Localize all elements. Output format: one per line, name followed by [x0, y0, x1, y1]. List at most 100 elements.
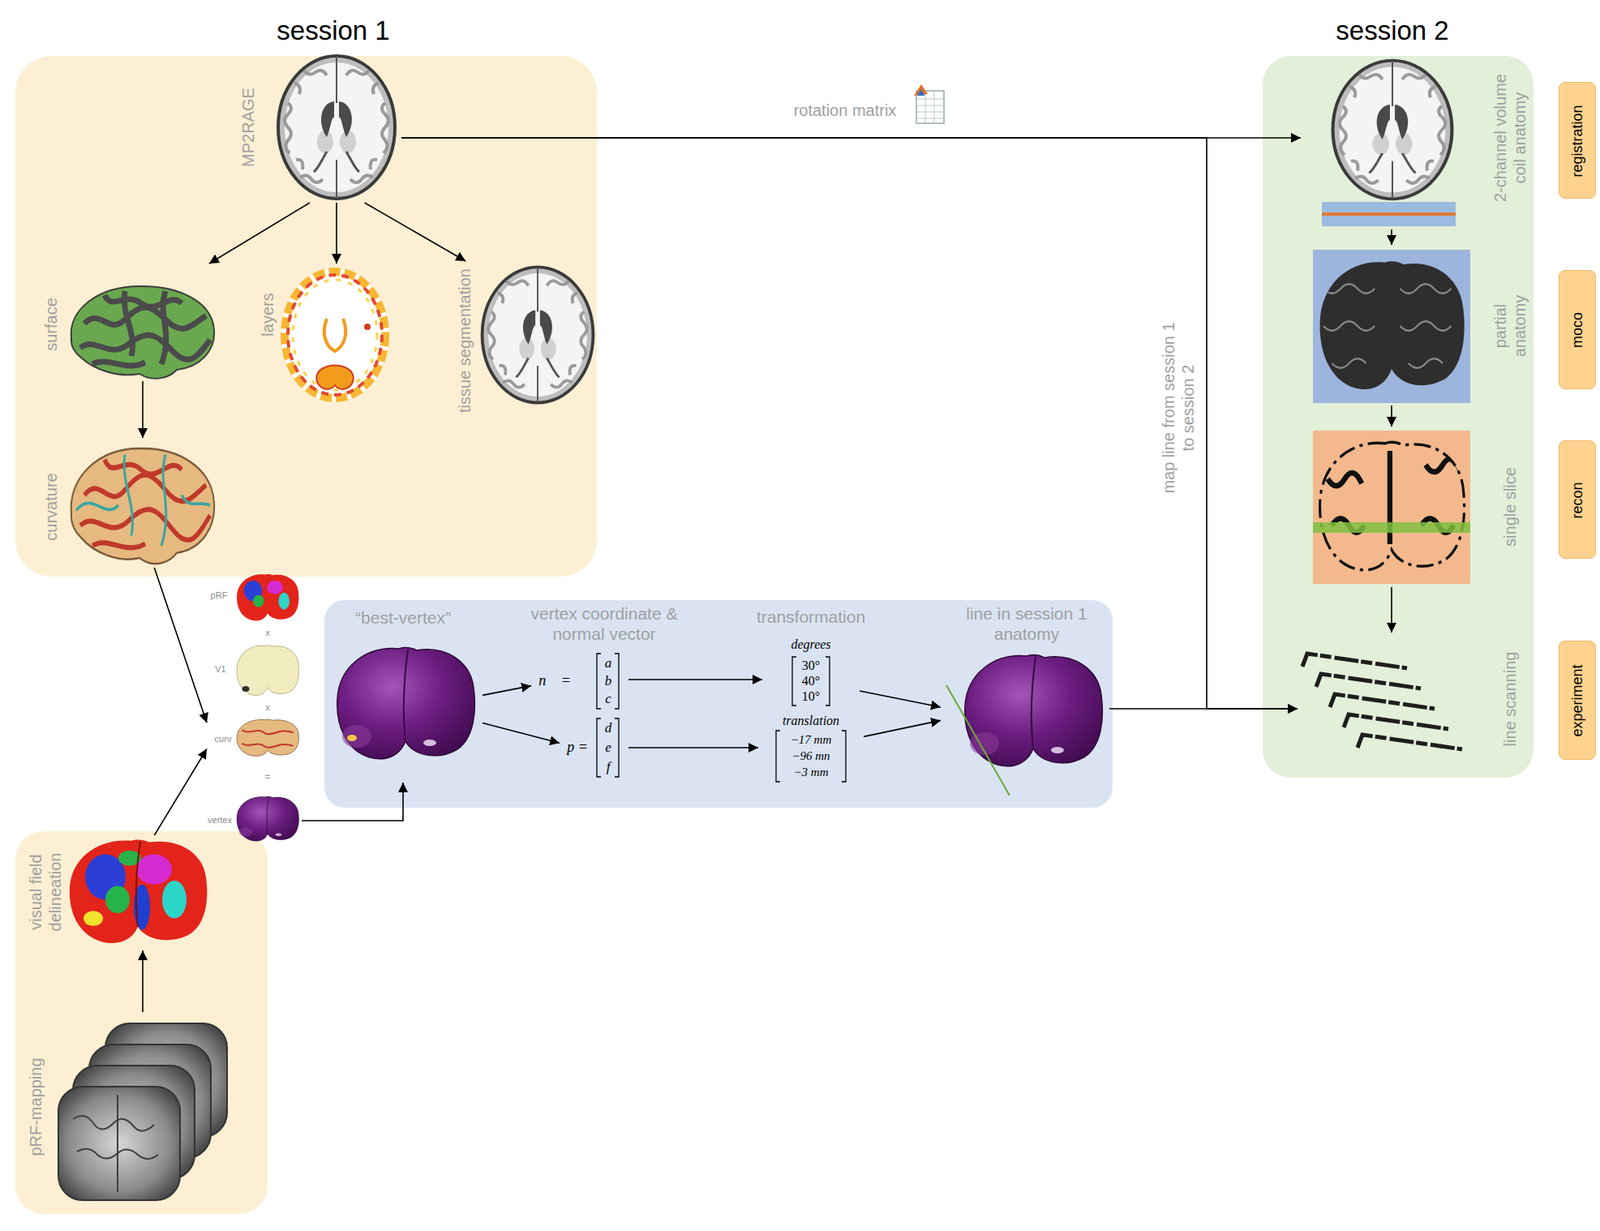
sulci-part — [80, 334, 211, 360]
node-label: V1 — [214, 664, 226, 675]
single-slice-image-part — [1320, 441, 1465, 571]
stage-tag-label: experiment — [1569, 664, 1588, 737]
session-title: session 2 — [1335, 14, 1449, 48]
image-panel: “best-vertex” — [328, 604, 483, 783]
node-label: pRF-mapping — [25, 1057, 46, 1156]
math-text: b — [604, 673, 613, 690]
vector-equation: p =def — [559, 715, 629, 783]
line-scanning-image-part — [1343, 714, 1449, 730]
transform-matrix: degrees30°40°10° — [762, 634, 860, 713]
prf-thumbnail-part-part — [278, 592, 291, 610]
connector-arrow — [628, 746, 759, 749]
edge-label: rotation matrix — [793, 100, 897, 121]
node-label: tissue segmentation — [454, 268, 475, 413]
connector-arrow — [141, 950, 144, 1013]
line-scanning-image-part — [1357, 734, 1463, 750]
sulci-part — [84, 307, 206, 329]
partial-anatomy-image-part-part-part — [1323, 283, 1375, 294]
math-text: f — [606, 759, 611, 776]
partial-anatomy-image-part-part-part — [1400, 283, 1452, 294]
node-label: curvature — [41, 472, 61, 541]
sulci-part — [124, 291, 133, 357]
layer-ring — [292, 279, 378, 391]
math-text: a — [604, 655, 613, 672]
connector-arrow — [335, 202, 338, 264]
connector-arrow — [859, 690, 941, 708]
edge-label: map line from session 1 to session 2 — [1158, 317, 1198, 498]
image-panel: line in session 1 anatomy — [940, 598, 1110, 799]
brain-bg — [281, 268, 389, 402]
curvature-lines-part-part — [84, 475, 206, 502]
stage-tag: registration — [1558, 81, 1596, 199]
connector-arrow — [1390, 405, 1393, 427]
stage-tag: recon — [1558, 440, 1596, 559]
connector-arrow — [482, 686, 532, 696]
column-heading: transformation — [756, 606, 866, 627]
sulci-part — [161, 291, 167, 365]
layer-ring — [287, 274, 382, 395]
curv-thumbnail-part-part — [242, 729, 294, 734]
thumbnail: V1 — [206, 643, 302, 698]
image-panel: pRF-mapping — [20, 1012, 232, 1209]
brain-surface — [71, 286, 215, 379]
prf-mapping-stack-part — [58, 1086, 181, 1201]
single-slice-image-part-part-part — [1327, 472, 1362, 486]
prf-thumbnail-part — [244, 580, 290, 610]
node-label: MP2RAGE — [238, 87, 258, 168]
image-panel: visual field delineation — [22, 835, 213, 951]
v1-thumbnail — [236, 645, 299, 696]
partial-anatomy-image-part-part-part — [1400, 321, 1452, 331]
surface-image — [71, 286, 215, 379]
connector-arrow — [154, 749, 207, 836]
brain-surface — [71, 448, 215, 564]
column-heading: vertex coordinate & normal vector — [523, 603, 686, 644]
session-panel-bg — [1262, 55, 1534, 778]
node-label: curv — [214, 733, 232, 745]
math-text: −3 mm — [793, 764, 828, 780]
session-title: session 1 — [276, 14, 390, 48]
line-scanning-image-part — [1316, 673, 1421, 689]
node-label: vertex — [207, 815, 232, 826]
coil-anatomy-image — [1333, 60, 1453, 200]
image-panel: layers — [255, 263, 398, 406]
node-label: pRF — [210, 590, 228, 601]
fissure — [136, 841, 141, 927]
node-label: surface — [41, 297, 61, 352]
sulci — [80, 291, 211, 366]
thumbnail: curv — [206, 717, 302, 759]
single-slice-image-part — [1312, 522, 1471, 533]
segmentation-image — [482, 266, 594, 403]
curvature-lines — [76, 454, 211, 549]
matrix-bracket — [792, 656, 830, 706]
stage-tag-label: registration — [1569, 104, 1588, 177]
single-slice-image-part-part-part — [1425, 458, 1460, 472]
connector-arrow — [401, 137, 1298, 709]
prf-thumbnail-part-part — [266, 580, 284, 595]
v1-thumbnail-part — [242, 686, 250, 692]
session-panel: MP2RAGE surface layers tissue segmentation c… — [15, 8, 597, 577]
connectors — [142, 137, 1392, 1013]
partial-anatomy-image-part-part — [1320, 261, 1465, 390]
visual-field-maps-part — [83, 910, 103, 927]
math-text: n⃗ = — [538, 672, 571, 691]
operator: x — [265, 702, 271, 713]
node-label: line scanning — [1500, 652, 1520, 747]
stage-tag-label: recon — [1569, 481, 1588, 519]
connector-arrow — [1390, 229, 1393, 245]
single-slice-image-part-part — [1320, 441, 1465, 571]
single-slice-image — [1312, 430, 1471, 584]
vertex-thumbnail — [236, 796, 299, 841]
math-text: c — [604, 690, 612, 708]
prf-mapping-stack — [58, 1023, 228, 1201]
brain-surface — [69, 840, 208, 944]
partial-anatomy-image-part-part-part — [1323, 321, 1375, 331]
session-panel-bg — [15, 55, 597, 577]
stage-tag: moco — [1558, 270, 1596, 390]
curvature-lines-part-part — [104, 459, 182, 475]
math-text: 30° — [802, 657, 820, 674]
connector-arrow — [863, 720, 941, 737]
node-label: 2-channel volume coil anatomy — [1490, 71, 1530, 206]
matrix-file-icon-part — [917, 89, 925, 96]
visual-field-maps — [83, 850, 187, 931]
